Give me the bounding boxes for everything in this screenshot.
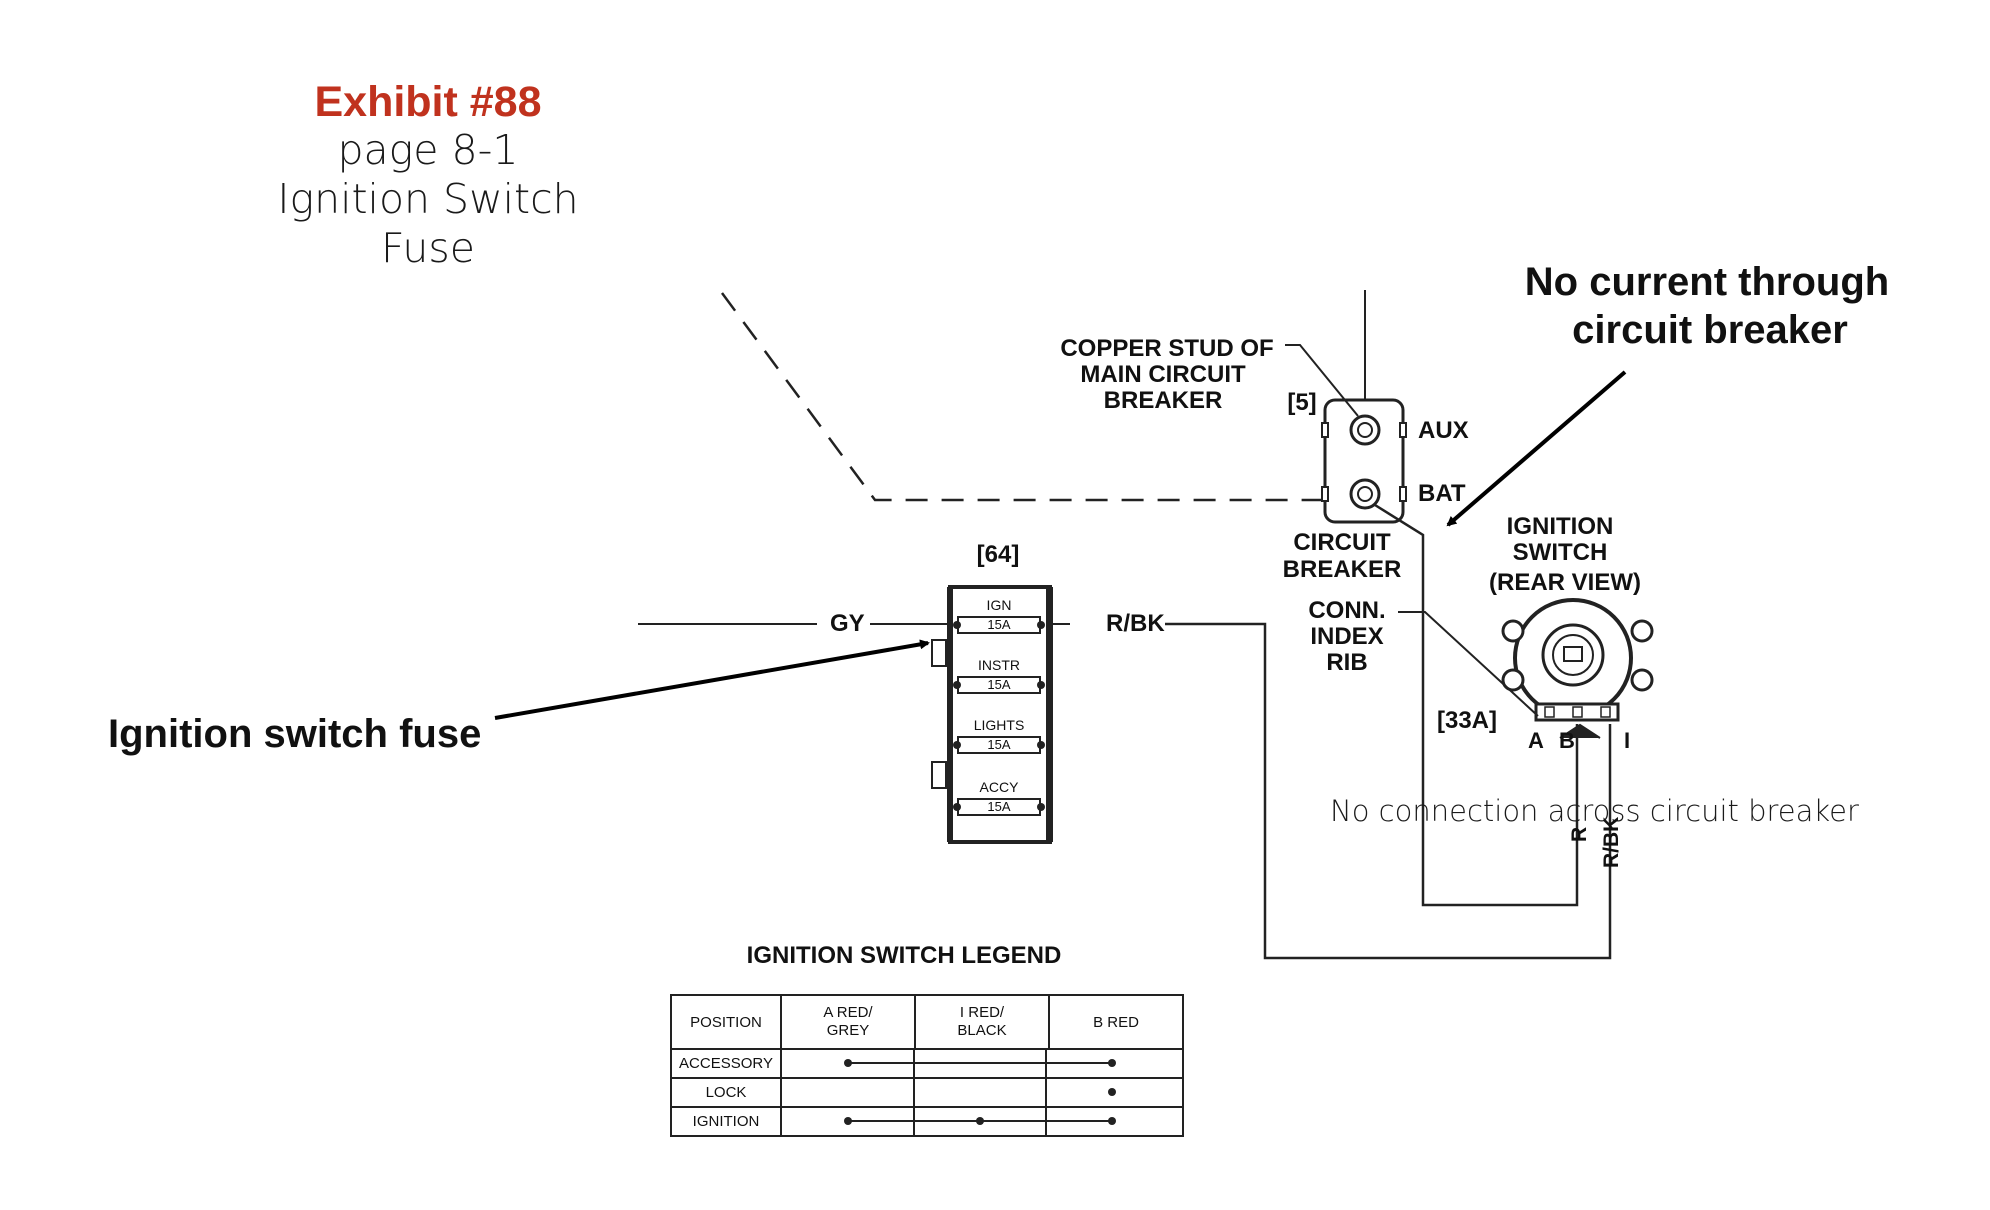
legend-title: IGNITION SWITCH LEGEND	[746, 942, 1062, 969]
conn-index-rib-label-2: INDEX	[1310, 623, 1384, 650]
gy-wire-label: GY	[830, 610, 865, 637]
rbk-wire-label: R/BK	[1106, 610, 1165, 637]
fuse-name-ign: IGN	[986, 597, 1012, 613]
conn-index-rib-label-3: RIB	[1326, 649, 1368, 676]
legend-row-connections	[780, 1048, 1184, 1079]
fuse-callout-arrow	[494, 639, 930, 720]
legend-table-wrap: POSITION A RED/ GREY I RED/ BLACK B RED …	[670, 994, 1184, 1137]
legend-header-i: I RED/ BLACK	[914, 994, 1050, 1050]
fuse-rating-ign: 15A	[987, 617, 1011, 632]
legend-row-lock: LOCK	[670, 1077, 1184, 1108]
breaker-callout-arrow	[1446, 370, 1627, 527]
fuse-clip-accy	[931, 761, 947, 789]
copper-stud-leader	[1285, 344, 1359, 417]
legend-row-connections	[780, 1106, 1184, 1137]
legend-row-label: LOCK	[670, 1077, 782, 1108]
exhibit-title: Exhibit #88	[314, 78, 542, 126]
circuit-breaker-label-2: BREAKER	[1282, 556, 1402, 583]
terminal-i-label: I	[1624, 728, 1631, 753]
ignition-switch-label-2: SWITCH	[1512, 539, 1608, 566]
legend-row-label: IGNITION	[670, 1106, 782, 1137]
callout-no-current-line-1: No current through	[1524, 260, 1890, 304]
fuse-rating-accy: 15A	[987, 799, 1011, 814]
circuit-breaker-label-1: CIRCUIT	[1293, 529, 1391, 556]
rbk-wire	[1165, 622, 1612, 960]
aux-stud	[1349, 414, 1381, 446]
subtitle-line-2: Fuse	[381, 224, 475, 272]
fuse-name-lights: LIGHTS	[973, 717, 1025, 733]
connector-ref-label: [33A]	[1436, 707, 1498, 734]
fuse-clip-ign	[931, 639, 947, 667]
fuse-ign	[953, 616, 1045, 634]
page-reference: page 8-1	[337, 126, 519, 174]
fuse-lights	[953, 736, 1045, 754]
legend-header-row: POSITION A RED/ GREY I RED/ BLACK B RED	[670, 994, 1184, 1050]
bat-stud	[1349, 478, 1381, 510]
subtitle-line-1: Ignition Switch	[277, 175, 579, 223]
callout-ignition-switch-fuse: Ignition switch fuse	[108, 712, 482, 756]
aux-label: AUX	[1418, 417, 1469, 444]
callout-no-current-line-2: circuit breaker	[1572, 308, 1848, 352]
breaker-ref-label: [5]	[1287, 389, 1317, 416]
fuse-name-accy: ACCY	[979, 779, 1019, 795]
legend-table: POSITION A RED/ GREY I RED/ BLACK B RED …	[670, 994, 1184, 1137]
fuse-rating-lights: 15A	[987, 737, 1011, 752]
rbk-vertical-wire-label: R/BK	[1600, 816, 1623, 868]
r-wire-label: R	[1568, 826, 1591, 842]
bat-to-switch-wire	[1374, 503, 1579, 907]
circuit-breaker-body	[1323, 398, 1405, 524]
legend-header-a: A RED/ GREY	[780, 994, 916, 1050]
no-connection-note: No connection across circuit breaker	[1330, 794, 1859, 828]
terminal-b-label: B	[1559, 728, 1575, 753]
bat-label: BAT	[1418, 480, 1466, 507]
dashed-feed-wire	[720, 292, 1335, 502]
fuse-name-instr: INSTR	[978, 657, 1020, 673]
copper-stud-label-2: MAIN CIRCUIT	[1080, 361, 1246, 388]
legend-header-b: B RED	[1048, 994, 1184, 1050]
legend-row-connections	[780, 1077, 1184, 1108]
fuse-instr	[953, 676, 1045, 694]
ignition-switch-label-1: IGNITION	[1506, 513, 1614, 540]
conn-index-rib-label-1: CONN.	[1308, 597, 1386, 624]
copper-stud-label-3: BREAKER	[1103, 387, 1223, 414]
fuse-rating-instr: 15A	[987, 677, 1011, 692]
fuse-accy	[953, 798, 1045, 816]
fuse-block-ref-label: [64]	[976, 541, 1020, 568]
terminal-b-wedge	[1559, 723, 1601, 739]
legend-row-label: ACCESSORY	[670, 1048, 782, 1079]
copper-stud-label-1: COPPER STUD OF	[1060, 335, 1274, 362]
legend-row-accessory: ACCESSORY	[670, 1048, 1184, 1079]
ignition-switch-label-3: (REAR VIEW)	[1489, 569, 1641, 596]
ignition-switch-body	[1501, 598, 1654, 722]
legend-header-position: POSITION	[670, 994, 782, 1050]
terminal-a-label: A	[1528, 728, 1544, 753]
legend-row-ignition: IGNITION	[670, 1106, 1184, 1137]
conn-index-rib-leader	[1398, 611, 1539, 717]
